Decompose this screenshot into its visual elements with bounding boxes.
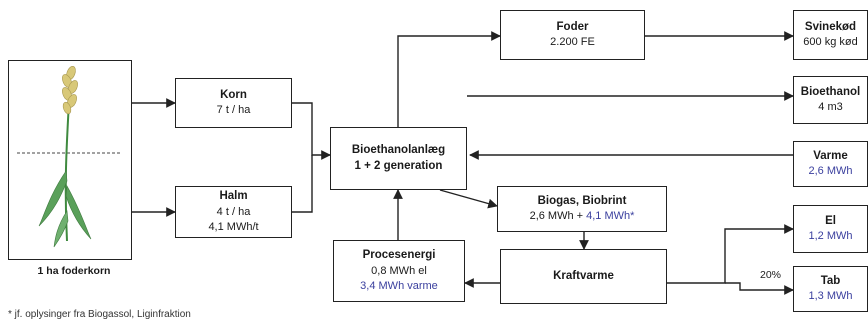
korn-value: 7 t / ha bbox=[217, 103, 251, 118]
kraftvarme-title: Kraftvarme bbox=[553, 269, 614, 285]
footnote: * jf. oplysinger fra Biogassol, Liginfra… bbox=[8, 309, 191, 320]
halm-value-1: 4 t / ha bbox=[217, 205, 251, 220]
tab-title: Tab bbox=[821, 274, 841, 290]
bioethanol-value: 4 m3 bbox=[818, 100, 842, 115]
box-svinekod: Svinekød 600 kg kød bbox=[793, 10, 868, 60]
foder-title: Foder bbox=[557, 20, 589, 36]
tab-value: 1,3 MWh bbox=[808, 289, 852, 304]
biogas-value: 2,6 MWh + 4,1 MWh* bbox=[530, 209, 635, 224]
biogas-title: Biogas, Biobrint bbox=[538, 194, 627, 210]
box-foder: Foder 2.200 FE bbox=[500, 10, 645, 60]
el-value: 1,2 MWh bbox=[808, 229, 852, 244]
arrow-halm-to-anlaeg bbox=[292, 155, 312, 212]
box-halm: Halm 4 t / ha 4,1 MWh/t bbox=[175, 186, 292, 238]
halm-value-2: 4,1 MWh/t bbox=[208, 220, 258, 235]
arrow-korn-to-anlaeg bbox=[292, 103, 330, 155]
foder-value: 2.200 FE bbox=[550, 35, 595, 50]
arrow-kraftvarme-to-tab bbox=[725, 283, 793, 290]
box-el: El 1,2 MWh bbox=[793, 205, 868, 253]
el-title: El bbox=[825, 214, 836, 230]
varme-title: Varme bbox=[813, 149, 848, 165]
svinekod-value: 600 kg kød bbox=[803, 35, 857, 50]
biogas-value-b: 4,1 MWh* bbox=[586, 210, 634, 222]
biogas-value-a: 2,6 MWh + bbox=[530, 210, 587, 222]
box-varme: Varme 2,6 MWh bbox=[793, 141, 868, 187]
box-korn: Korn 7 t / ha bbox=[175, 78, 292, 128]
procesenergi-varme: 3,4 MWh varme bbox=[360, 279, 438, 294]
svinekod-title: Svinekød bbox=[805, 20, 856, 36]
box-tab: Tab 1,3 MWh bbox=[793, 266, 868, 312]
korn-title: Korn bbox=[220, 88, 247, 104]
grain-plant-icon bbox=[9, 61, 129, 257]
box-bioethanol: Bioethanol 4 m3 bbox=[793, 76, 868, 124]
box-kraftvarme: Kraftvarme bbox=[500, 249, 667, 304]
plant-caption: 1 ha foderkorn bbox=[12, 265, 136, 277]
box-bioethanolanlaeg: Bioethanolanlæg 1 + 2 generation bbox=[330, 127, 467, 190]
box-biogas: Biogas, Biobrint 2,6 MWh + 4,1 MWh* bbox=[497, 186, 667, 232]
tab-percent-label: 20% bbox=[760, 269, 781, 281]
varme-value: 2,6 MWh bbox=[808, 164, 852, 179]
halm-title: Halm bbox=[219, 189, 247, 205]
arrow-anlaeg-to-foder bbox=[398, 36, 500, 127]
bioethanol-title: Bioethanol bbox=[801, 85, 860, 101]
box-procesenergi: Procesenergi 0,8 MWh el 3,4 MWh varme bbox=[333, 240, 465, 302]
arrow-anlaeg-to-biogas bbox=[440, 190, 497, 206]
plant-image-box bbox=[8, 60, 132, 260]
anlaeg-title-1: Bioethanolanlæg bbox=[352, 143, 445, 159]
procesenergi-title: Procesenergi bbox=[363, 248, 436, 264]
procesenergi-el: 0,8 MWh el bbox=[371, 264, 427, 279]
anlaeg-title-2: 1 + 2 generation bbox=[355, 159, 443, 175]
